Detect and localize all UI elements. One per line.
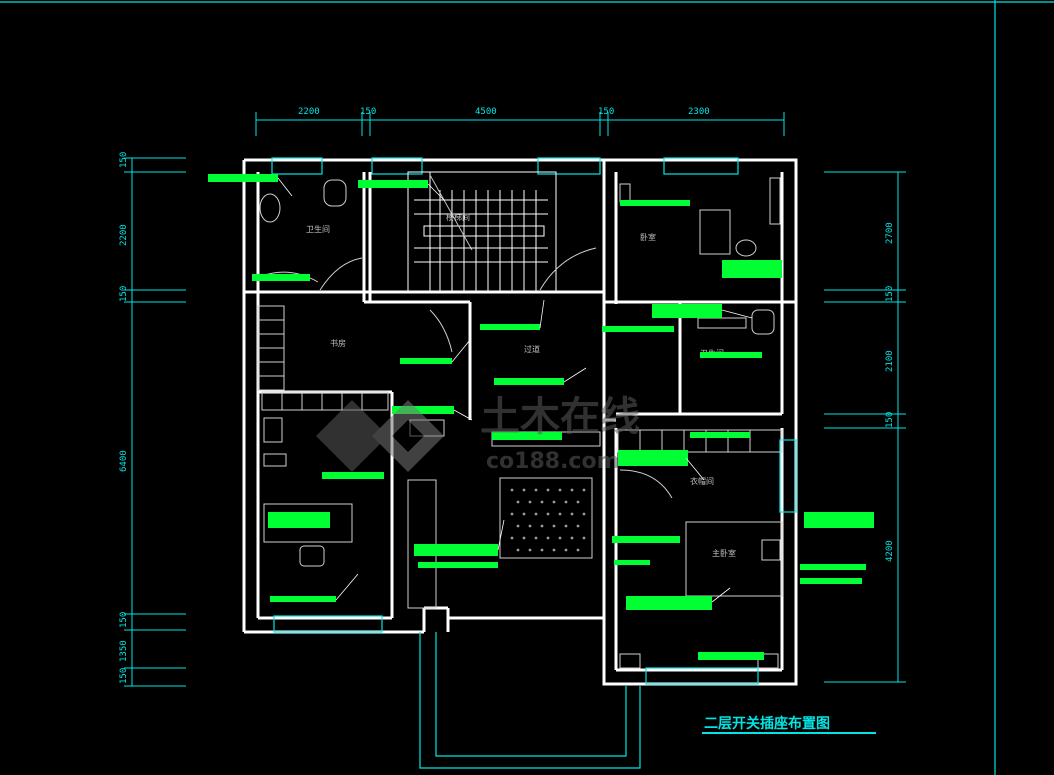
right-dimension-line [824,171,906,683]
left-dim-6: 1350 [119,640,129,662]
desk-icon [263,503,353,543]
socket-annotations [208,174,874,660]
top-dim-3: 4500 [475,107,497,117]
left-dim-2: 2200 [119,224,129,246]
watermark-brand: 土木在线 [480,394,640,440]
left-dim-7: 150 [119,668,129,684]
left-dim-3: 150 [119,286,129,302]
washbasin-icon [259,193,281,223]
top-dim-2: 150 [360,107,376,117]
room-label-bedroom: 卧室 [640,232,656,242]
watermark-url: co188.com [486,449,620,474]
room-label-study: 书房 [330,338,346,348]
bed-pattern [510,488,586,552]
toilet-2-icon [751,309,775,335]
right-dim-1: 2700 [885,222,895,244]
right-dimension-texts: 2700 150 2100 150 4200 [885,222,895,562]
toilet-icon [323,179,347,207]
chair-icon [263,417,283,443]
right-dim-2: 150 [885,286,895,302]
room-label-stair: 楼梯间 [446,212,470,222]
left-dim-4: 6400 [119,450,129,472]
right-dim-5: 4200 [885,540,895,562]
master-bed-icon [685,521,783,597]
watermark: 土木在线 co188.com [316,394,640,474]
top-dim-5: 2300 [688,107,710,117]
balcony-outline [419,632,641,769]
room-label-master: 主卧室 [712,548,736,558]
room-label-hall: 过道 [524,344,540,354]
left-dimension-line [124,157,186,687]
left-dimension-texts: 150 2200 150 6400 150 1350 150 [119,152,129,684]
room-label-bath-1: 卫生间 [306,224,330,234]
bathtub-icon [699,209,731,255]
room-label-closet: 衣帽间 [690,476,714,486]
staircase [407,171,557,293]
leader-lines [277,177,753,603]
furniture [257,177,783,669]
right-dim-4: 150 [885,412,895,428]
top-dimension-line [255,112,785,136]
watermark-logo-icon [316,400,444,472]
desk-chair-icon [299,545,325,567]
windows [271,157,797,685]
bed-icon [499,477,593,559]
top-dim-1: 2200 [298,107,320,117]
drawing-title-text: 二层开关插座布置图 [704,715,830,732]
drawing-title: 二层开关插座布置图 [702,715,876,734]
left-dim-1: 150 [119,152,129,168]
right-dim-3: 2100 [885,350,895,372]
left-dim-5: 150 [119,612,129,628]
top-dimension-texts: 2200 150 4500 150 2300 [298,107,710,117]
top-dim-4: 150 [598,107,614,117]
